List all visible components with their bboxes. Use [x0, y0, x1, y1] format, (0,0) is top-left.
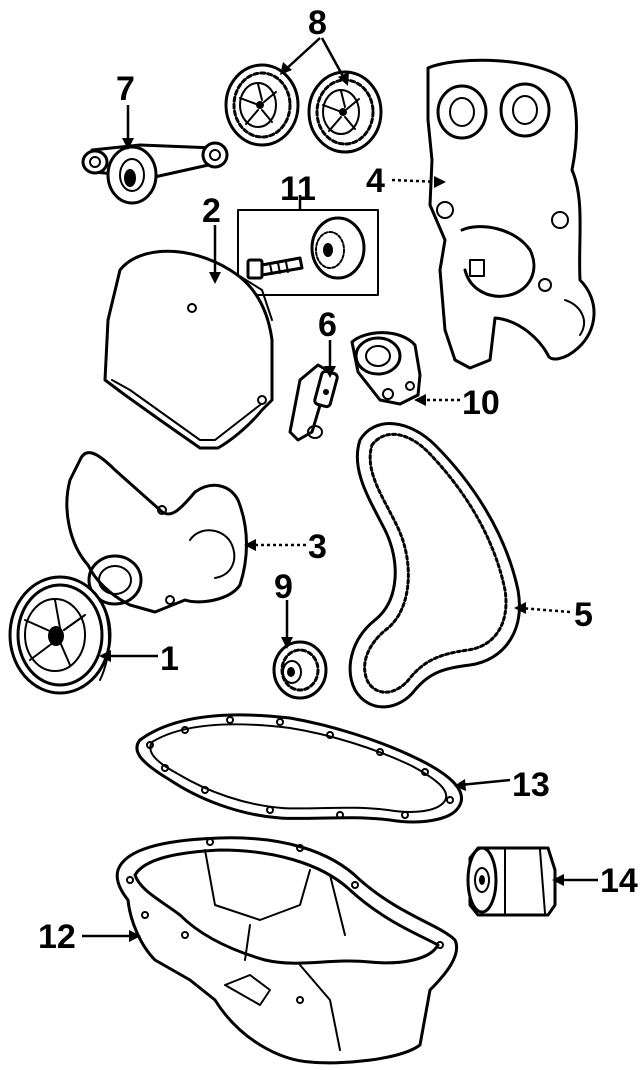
arrowhead-10	[414, 394, 426, 406]
part-13-oil-pan-gasket	[135, 713, 463, 824]
part-1-crankshaft-pulley	[8, 575, 112, 695]
arrowhead-2	[209, 272, 221, 284]
arrowhead-3	[244, 539, 256, 551]
leader-4	[391, 178, 441, 184]
arrowheads	[99, 62, 564, 942]
part-2-upper-timing-cover	[103, 249, 274, 450]
arrowhead-9	[281, 637, 293, 649]
part-12-oil-pan	[115, 836, 458, 1065]
callout-12: 12	[38, 918, 76, 956]
leader-8a	[284, 37, 321, 71]
arrowhead-5	[514, 602, 526, 614]
callout-6: 6	[318, 306, 337, 344]
idler-bolt	[246, 256, 304, 280]
part-4-rear-timing-cover	[426, 58, 596, 370]
part-10-tensioner-pulley	[350, 331, 422, 406]
arrowhead-14	[552, 874, 564, 886]
arrowhead-13	[454, 779, 466, 791]
part-11-box	[237, 209, 379, 296]
callout-3: 3	[308, 528, 327, 566]
arrowhead-1	[99, 650, 111, 662]
leader-8b	[320, 37, 347, 81]
callout-5: 5	[574, 596, 593, 634]
part-11-idler-pulley-kit	[237, 209, 379, 296]
callout-8: 8	[308, 4, 327, 42]
part-8-camshaft-sprockets	[224, 63, 383, 154]
leader-lines	[82, 37, 598, 938]
part-7-tensioner-arm	[81, 141, 229, 205]
leader-13	[459, 778, 511, 787]
arrowhead-12	[129, 930, 141, 942]
callout-2: 2	[202, 192, 221, 230]
arrowhead-4	[434, 176, 446, 188]
callout-13: 13	[512, 766, 550, 804]
callout-labels: 8 7 11 2 4 6 10 3 9 5 1 13 14 12	[38, 4, 638, 956]
part-6-belt-tensioner	[288, 363, 339, 442]
arrowhead-8a	[280, 62, 292, 75]
callout-9: 9	[274, 568, 293, 606]
part-3-lower-timing-cover	[65, 451, 248, 614]
gasket-bolt-holes	[146, 716, 454, 819]
callout-10: 10	[462, 384, 500, 422]
part-5-timing-belt	[348, 422, 521, 709]
leader-5	[519, 606, 571, 614]
arrowhead-6	[324, 366, 336, 378]
part-9-idler-pulley	[272, 640, 328, 700]
idler-pulley	[310, 216, 366, 280]
sprocket-left	[224, 63, 300, 147]
callout-7: 7	[116, 70, 135, 108]
callout-1: 1	[160, 640, 179, 678]
oil-pan-bolt-holes	[126, 838, 444, 1004]
arrowhead-7	[122, 138, 134, 150]
callout-4: 4	[366, 162, 385, 200]
callout-14: 14	[600, 862, 638, 900]
callout-11: 11	[280, 170, 316, 208]
part-14-oil-filter	[466, 846, 557, 917]
sprocket-right	[307, 70, 383, 154]
arrowhead-8b	[338, 72, 349, 86]
